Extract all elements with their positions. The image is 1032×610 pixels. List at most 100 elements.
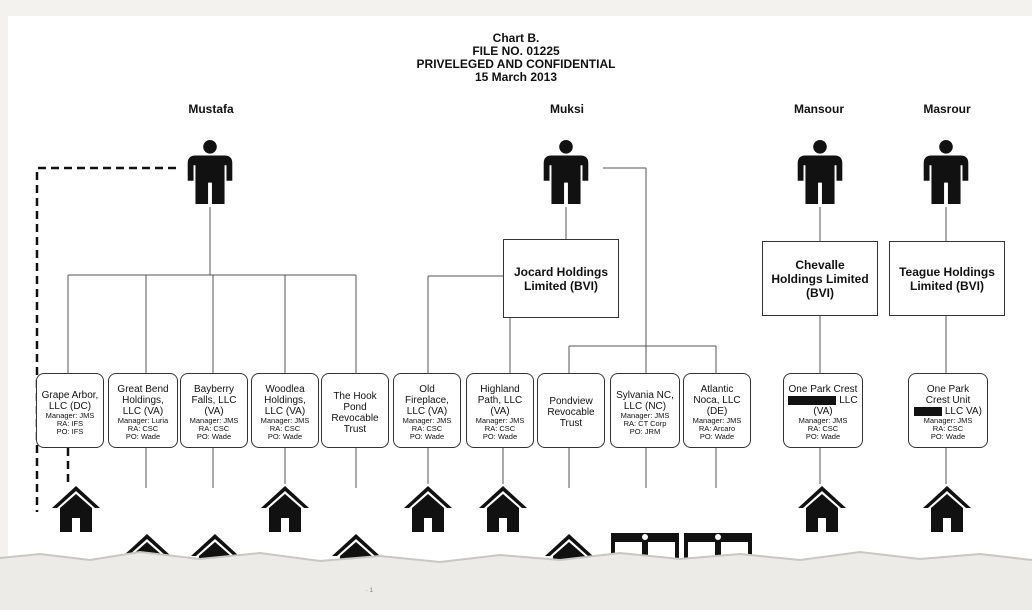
entity-name-line: (VA) [813, 406, 833, 417]
entity-name-line: Revocable [547, 407, 595, 418]
entity-ra: RA: CSC [932, 424, 964, 433]
entity-po: PO: Wade [699, 432, 735, 441]
entity-name-line: (VA) [490, 406, 510, 417]
entity-box-one-park-crest: One Park Crest LLC (VA) Manager: JMS RA:… [783, 373, 863, 448]
entity-name-line: The Hook [333, 390, 377, 402]
entity-po: PO: Wade [805, 432, 841, 441]
house-icon [479, 486, 527, 532]
chart-label: Chart B. [492, 31, 540, 45]
entity-po: PO: IFS [56, 426, 84, 436]
entity-box-atlantic-noca: Atlantic Noca, LLC (DE) Manager: JMS RA:… [683, 373, 751, 448]
holding-name: Teague Holdings Limited (BVI) [899, 264, 995, 293]
entity-box-grape-arbor: Grape Arbor, LLC (DC) Manager: JMS RA: I… [36, 373, 104, 448]
entity-manager: Manager: JMS [475, 416, 525, 425]
entity-manager: Manager: Luria [117, 416, 169, 425]
person-name-mansour: Mansour [793, 102, 844, 116]
entity-name-line: Atlantic [700, 384, 734, 395]
person-name-mustafa: Mustafa [188, 102, 234, 116]
entity-name-line: LLC [788, 395, 858, 406]
house-icon [261, 486, 309, 532]
torn-paper-edge [0, 550, 1032, 610]
entity-name-line: One Park [926, 384, 970, 395]
entity-po: PO: Wade [196, 432, 232, 441]
chart-header: Chart B. FILE NO. 01225 PRIVELEGED AND C… [0, 32, 1032, 84]
entity-manager: Manager: JMS [45, 410, 95, 420]
entity-po: PO: Wade [930, 432, 966, 441]
entity-ra: RA: IFS [56, 418, 84, 428]
entity-box-pondview-trust: Pondview Revocable Trust [537, 373, 605, 448]
entity-ra: RA: CSC [269, 424, 301, 433]
entity-name-line: LLC (VA) [406, 406, 448, 417]
entity-manager: Manager: JMS [692, 416, 742, 425]
entity-manager: Manager: JMS [620, 410, 670, 420]
entity-name-line: (DE) [706, 406, 728, 417]
entity-ra: RA: CSC [484, 424, 516, 433]
entity-name-suffix: LLC VA) [944, 406, 982, 417]
entity-manager: Manager: JMS [798, 416, 848, 425]
house-icon [923, 486, 971, 532]
person-name-muksi: Muksi [549, 102, 584, 116]
footer-note: · 1 [366, 588, 374, 594]
entity-box-woodlea: Woodlea Holdings, LLC (VA) Manager: JMS … [251, 373, 319, 448]
entity-name-line: Pond [343, 401, 367, 413]
entity-po: PO: JRM [629, 426, 661, 436]
entity-name-line: Crest Unit [925, 395, 971, 406]
person-name-masrour: Masrour [923, 102, 971, 116]
entity-manager: Manager: JMS [923, 416, 973, 425]
entity-po: PO: Wade [125, 432, 161, 441]
file-number: FILE NO. 01225 [472, 44, 560, 58]
entity-manager: Manager: JMS [260, 416, 310, 425]
entity-name-line: Noca, LLC [693, 395, 741, 406]
entity-name-line: Trust [559, 418, 583, 429]
entity-box-bayberry-falls: Bayberry Falls, LLC (VA) Manager: JMS RA… [180, 373, 248, 448]
house-icon [52, 486, 100, 532]
entity-name-line: Sylvania NC, [616, 389, 674, 401]
entity-box-great-bend: Great Bend Holdings, LLC (VA) Manager: L… [108, 373, 178, 448]
entity-box-sylvania: Sylvania NC, LLC (NC) Manager: JMS RA: C… [610, 373, 680, 448]
entity-name-line: LLC (VA) [264, 406, 306, 417]
entity-name-line: Path, LLC [477, 395, 523, 406]
holding-name: Chevalle Holdings Limited (BVI) [771, 257, 869, 300]
entity-po: PO: Wade [267, 432, 303, 441]
entity-name-line: Falls, LLC [191, 395, 237, 406]
entity-manager: Manager: JMS [402, 416, 452, 425]
person-icon [797, 140, 843, 204]
holding-name: Jocard Holdings Limited (BVI) [513, 264, 608, 293]
entity-po: PO: Wade [482, 432, 518, 441]
chart-date: 15 March 2013 [474, 70, 558, 84]
entity-name-line: Old [419, 384, 435, 395]
entity-name-suffix: LLC [839, 395, 858, 406]
entity-name-line: LLC VA) [914, 406, 982, 417]
entity-name-line: Highland [480, 384, 520, 395]
entity-name-line: LLC (VA) [122, 406, 164, 417]
entity-ra: RA: CSC [127, 424, 159, 433]
entity-ra: RA: CSC [198, 424, 230, 433]
entity-ra: RA: CSC [807, 424, 839, 433]
entity-name-line: (VA) [204, 406, 224, 417]
entity-name-line: Trust [343, 423, 367, 435]
entity-box-old-fireplace: Old Fireplace, LLC (VA) Manager: JMS RA:… [393, 373, 461, 448]
entity-manager: Manager: JMS [189, 416, 239, 425]
person-icon [543, 140, 589, 204]
entity-name-line: Fireplace, [405, 395, 449, 406]
holding-box-jocard: Jocard Holdings Limited (BVI) [503, 239, 619, 318]
entity-name-line: Pondview [549, 396, 593, 407]
entity-box-highland-path: Highland Path, LLC (VA) Manager: JMS RA:… [466, 373, 534, 448]
entity-po: PO: Wade [409, 432, 445, 441]
entity-name-line: Grape Arbor, [41, 389, 99, 401]
holding-box-chevalle: Chevalle Holdings Limited (BVI) [762, 241, 878, 316]
holding-box-teague: Teague Holdings Limited (BVI) [889, 241, 1005, 316]
redaction-bar [914, 406, 943, 416]
entity-ra: RA: Arcaro [698, 424, 736, 433]
entity-name-line: LLC (DC) [48, 400, 92, 412]
entity-name-line: Holdings, [122, 395, 164, 406]
house-icon [798, 486, 846, 532]
entity-box-one-park-crest-unit: One Park Crest Unit LLC VA) Manager: JMS… [908, 373, 988, 448]
entity-name-line: LLC (NC) [623, 400, 667, 412]
confidentiality-notice: PRIVELEGED AND CONFIDENTIAL [416, 57, 616, 71]
entity-name-line: One Park Crest [788, 384, 858, 395]
entity-ra: RA: CSC [411, 424, 443, 433]
person-icon [923, 140, 969, 204]
house-icon [404, 486, 452, 532]
entity-name-line: Revocable [331, 412, 379, 424]
